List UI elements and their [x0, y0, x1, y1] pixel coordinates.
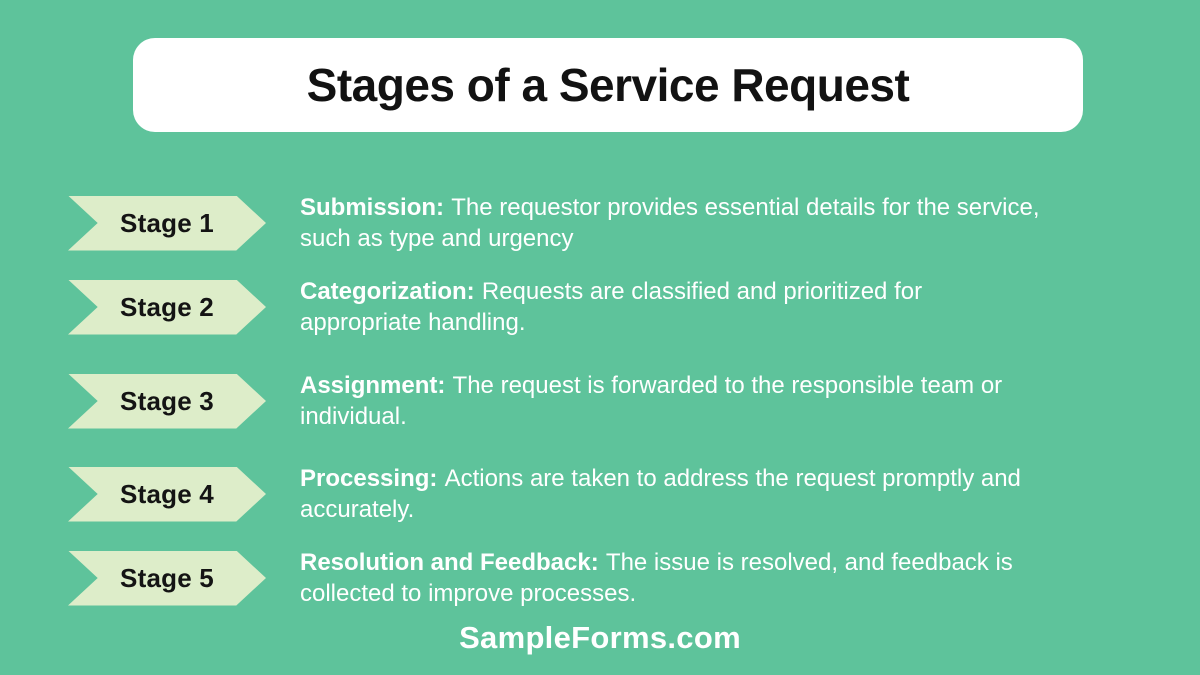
stage-1-arrow-banner: Stage 1 — [68, 195, 266, 251]
sampleforms-wordmark: SampleForms.com — [459, 620, 741, 655]
stage-5-text: The issue is resolved, and feedback is c… — [300, 549, 1013, 607]
stage-4-text: Actions are taken to address the request… — [300, 465, 1021, 523]
stage-4-description: Processing:Actions are taken to address … — [300, 463, 1130, 525]
page-title: Stages of a Service Request — [306, 59, 910, 111]
stage-5-term: Resolution and Feedback: — [300, 549, 599, 576]
footer: SampleForms.com — [0, 620, 1200, 656]
title-card: Stages of a Service Request — [133, 38, 1083, 132]
stage-3-term: Assignment: — [300, 372, 446, 399]
stage-2-description: Categorization:Requests are classified a… — [300, 276, 1020, 338]
stage-5-label: Stage 5 — [120, 562, 214, 593]
stage-4-term: Processing: — [300, 465, 438, 492]
stage-4-arrow-banner: Stage 4 — [68, 466, 266, 522]
stage-row-2: Stage 2 Categorization:Requests are clas… — [68, 252, 1020, 362]
stage-2-term: Categorization: — [300, 278, 475, 305]
stage-2-text: Requests are classified and prioritized … — [300, 278, 923, 336]
stage-3-label: Stage 3 — [120, 385, 214, 416]
stage-1-label: Stage 1 — [120, 207, 214, 238]
stage-1-description: Submission:The requestor provides essent… — [300, 192, 1050, 254]
stage-row-5: Stage 5 Resolution and Feedback:The issu… — [68, 523, 1100, 633]
stage-row-4: Stage 4 Processing:Actions are taken to … — [68, 439, 1130, 549]
stage-3-text: The request is forwarded to the responsi… — [300, 372, 1003, 430]
stage-3-description: Assignment:The request is forwarded to t… — [300, 370, 1100, 432]
stage-2-arrow-banner: Stage 2 — [68, 279, 266, 335]
stage-3-arrow-banner: Stage 3 — [68, 373, 266, 429]
stage-2-label: Stage 2 — [120, 291, 214, 322]
stage-5-arrow-banner: Stage 5 — [68, 550, 266, 606]
stage-5-description: Resolution and Feedback:The issue is res… — [300, 547, 1100, 609]
stage-row-3: Stage 3 Assignment:The request is forwar… — [68, 346, 1100, 456]
stage-4-label: Stage 4 — [120, 478, 214, 509]
stage-1-term: Submission: — [300, 194, 445, 221]
stage-row-1: Stage 1 Submission:The requestor provide… — [68, 168, 1050, 278]
stage-1-text: The requestor provides essential details… — [300, 194, 1040, 252]
